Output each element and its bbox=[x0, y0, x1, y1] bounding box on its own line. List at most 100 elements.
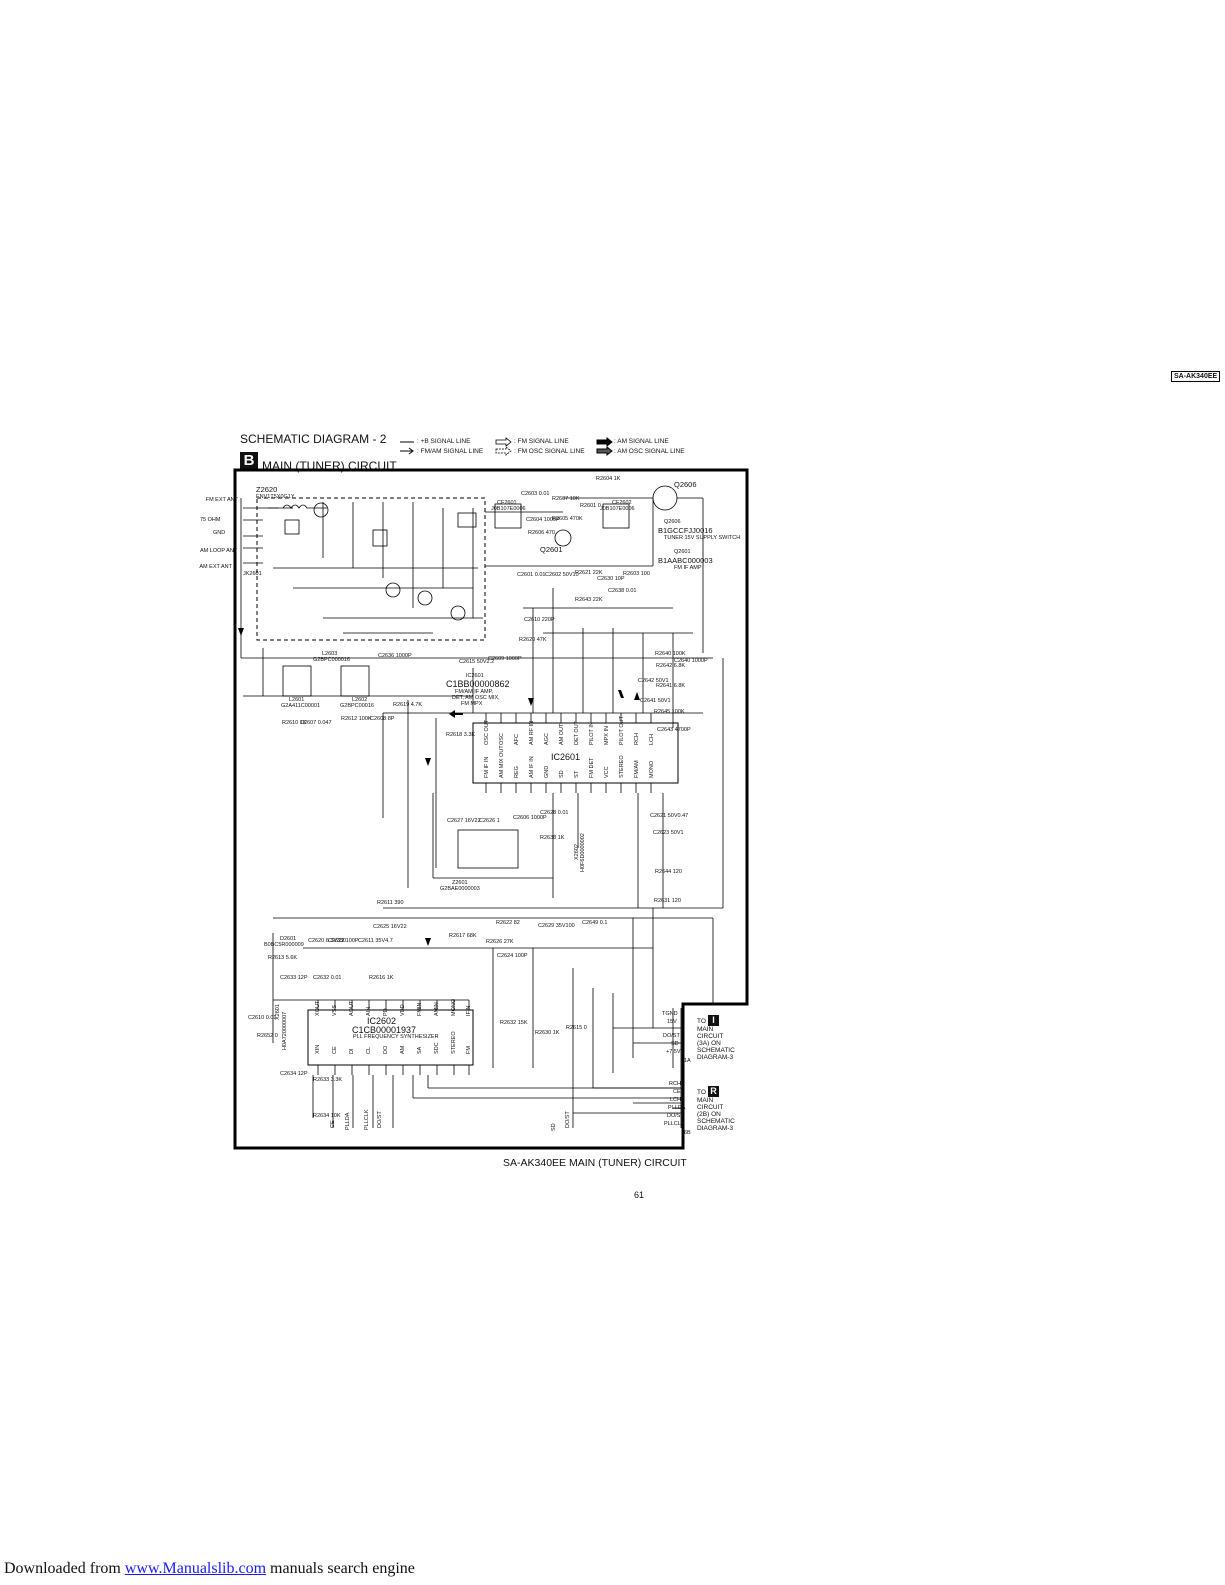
signal-label: CE bbox=[673, 1089, 681, 1095]
label-cf2602-part: J0B107E0006 bbox=[600, 506, 635, 512]
part-label: R2605 470K bbox=[552, 516, 583, 522]
label-ic2601-body: IC2601 bbox=[551, 752, 581, 762]
label-z2601-part: G2BAE0000003 bbox=[440, 886, 480, 892]
ic2602-pin-top: MONO bbox=[451, 998, 457, 1016]
part-label: R2615 0 bbox=[566, 1025, 587, 1031]
to-desc: SCHEMATIC bbox=[697, 1047, 735, 1054]
to-desc: DIAGRAM-3 bbox=[697, 1125, 734, 1132]
legend-am-line: : AM SIGNAL LINE bbox=[614, 438, 669, 445]
signal-label: PLLDA bbox=[668, 1105, 686, 1111]
ic2601-pin-bottom: FM IF IN bbox=[484, 756, 490, 778]
part-label: C2636 1000P bbox=[378, 653, 412, 659]
label-ic2601-desc3: FM MPX bbox=[461, 701, 483, 707]
legend-am-osc-line: : AM OSC SIGNAL LINE bbox=[614, 448, 685, 455]
part-label: C2629 35V100 bbox=[538, 923, 575, 929]
signal-label: +7.5V bbox=[666, 1049, 681, 1055]
label-q2606-ref: Q2606 bbox=[664, 519, 681, 525]
part-label: R2631 120 bbox=[654, 898, 681, 904]
label-fm-ext-ant: FM EXT ANT bbox=[205, 497, 238, 503]
ic2602-pin-top: AOUT bbox=[349, 1000, 355, 1016]
ic2601-pin-bottom: MONO bbox=[649, 760, 655, 778]
ic2602-pin-bottom: XIN bbox=[315, 1044, 321, 1054]
label-ic2602-desc: PLL FREQUENCY SYNTHESIZER bbox=[353, 1034, 439, 1040]
label-l2602-part: G2BPC00016 bbox=[340, 703, 374, 709]
legend-fm-osc-line: : FM OSC SIGNAL LINE bbox=[514, 448, 585, 455]
connector-pin: 1A bbox=[684, 1058, 691, 1064]
net-label: DO/ST bbox=[565, 1111, 571, 1128]
label-ic2601-desc1: FM/AM IF AMP, bbox=[455, 689, 494, 695]
part-label: R2601 0 bbox=[580, 503, 601, 509]
part-label: C2643 4700P bbox=[657, 727, 691, 733]
signal-label: RCH bbox=[669, 1081, 681, 1087]
legend-fmam-line: : FM/AM SIGNAL LINE bbox=[417, 448, 484, 455]
part-label: R2610 1K bbox=[282, 720, 307, 726]
part-label: R2603 100 bbox=[623, 571, 650, 577]
part-label: C2607 0.047 bbox=[300, 720, 332, 726]
part-label: R2644 120 bbox=[655, 869, 682, 875]
ic2602-pin-bottom: STEREO bbox=[451, 1031, 457, 1054]
part-label: C2649 0.1 bbox=[582, 920, 608, 926]
ic2602-pin-top: AIN bbox=[366, 1006, 372, 1016]
signal-label: 15V bbox=[667, 1019, 677, 1025]
ic2602-pin-bottom: SDC bbox=[434, 1042, 440, 1054]
label-ic2601-part: C1BB00000862 bbox=[446, 679, 510, 689]
footer-prefix: Downloaded from bbox=[4, 1560, 121, 1577]
to-label: TO bbox=[697, 1018, 706, 1025]
signal-label: DO/ST bbox=[667, 1113, 684, 1119]
ic2601-pin-bottom: STEREO bbox=[619, 755, 625, 778]
signal-label: LCH bbox=[670, 1097, 682, 1103]
label-cf2601: CF2601 bbox=[497, 500, 517, 506]
ic2602-pin-bottom: AM bbox=[400, 1045, 406, 1054]
to-desc: MAIN bbox=[697, 1026, 714, 1033]
label-ic2601-top: IC2601 bbox=[466, 673, 484, 679]
net-label: CE bbox=[330, 1120, 336, 1128]
section-letter-box: B bbox=[240, 452, 258, 470]
part-label: C2603 0.01 bbox=[521, 491, 550, 497]
label-q2601-part: B1AABC000003 bbox=[658, 556, 713, 565]
part-label: C2610 220P bbox=[524, 617, 555, 623]
label-am-ext-ant: AM EXT ANT bbox=[199, 564, 232, 570]
part-label: C2615 50V2.2 bbox=[459, 659, 495, 665]
part-label: C2602 50V10 bbox=[545, 572, 579, 578]
part-label: R2638 1K bbox=[540, 835, 565, 841]
part-label: R2621 22K bbox=[575, 570, 603, 576]
ic2601-pin-bottom: AM IF IN bbox=[529, 756, 535, 778]
part-label: R2643 22K bbox=[575, 597, 603, 603]
label-z2620: Z2620 bbox=[256, 485, 278, 494]
ic2602-pin-bottom: DI bbox=[349, 1048, 355, 1055]
ic2601-pin-top: MPX IN bbox=[604, 726, 610, 745]
part-label: R2604 1K bbox=[596, 476, 621, 482]
ic2601-pin-bottom: FM DET bbox=[589, 757, 595, 778]
signal-label: DO/ST bbox=[663, 1033, 680, 1039]
part-label: C2623 50V1 bbox=[653, 830, 684, 836]
part-label: C2611 35V4.7 bbox=[358, 938, 393, 944]
ic2601-pin-bottom: VCC bbox=[604, 766, 610, 778]
part-label: C2632 0.01 bbox=[313, 975, 342, 981]
label-q2601: Q2601 bbox=[540, 545, 563, 554]
ic2601-pin-top: AM OUT bbox=[559, 723, 565, 745]
label-cf2602: CF2602 bbox=[612, 500, 632, 506]
manualslib-link[interactable]: www.Manualslib.com bbox=[124, 1560, 267, 1577]
to-desc: SCHEMATIC bbox=[697, 1118, 735, 1125]
part-label: R2617 68K bbox=[449, 933, 477, 939]
ic2601-pin-top: PILOT OUT bbox=[619, 716, 625, 745]
label-z2601: Z2601 bbox=[452, 880, 468, 886]
part-label: C2610 0.01 bbox=[248, 1015, 277, 1021]
part-label: C2609 1000P bbox=[488, 656, 522, 662]
part-label: R2632 15K bbox=[500, 1020, 528, 1026]
part-label: R2626 27K bbox=[486, 939, 514, 945]
ic2601-pin-bottom: AM MIX OUT bbox=[499, 745, 505, 778]
part-label: R2618 3.3K bbox=[446, 732, 476, 738]
schematic-wiring bbox=[240, 485, 724, 1128]
part-label: C2634 12P bbox=[280, 1071, 308, 1077]
part-label: R2606 470 bbox=[528, 530, 555, 536]
part-label: R2634 10K bbox=[313, 1113, 341, 1119]
net-label: DO/ST bbox=[377, 1111, 383, 1128]
ic2602-pin-top: IFIN bbox=[466, 1005, 472, 1016]
part-label: C2638 0.01 bbox=[608, 588, 637, 594]
to-label: TO bbox=[697, 1089, 706, 1096]
ic2601-pin-top: LCH bbox=[649, 733, 655, 745]
label-z2620-part: ENV1T5X0G1Y bbox=[256, 494, 295, 500]
label-d2601: D2601 bbox=[280, 936, 297, 942]
part-label: R2622 82 bbox=[496, 920, 520, 926]
